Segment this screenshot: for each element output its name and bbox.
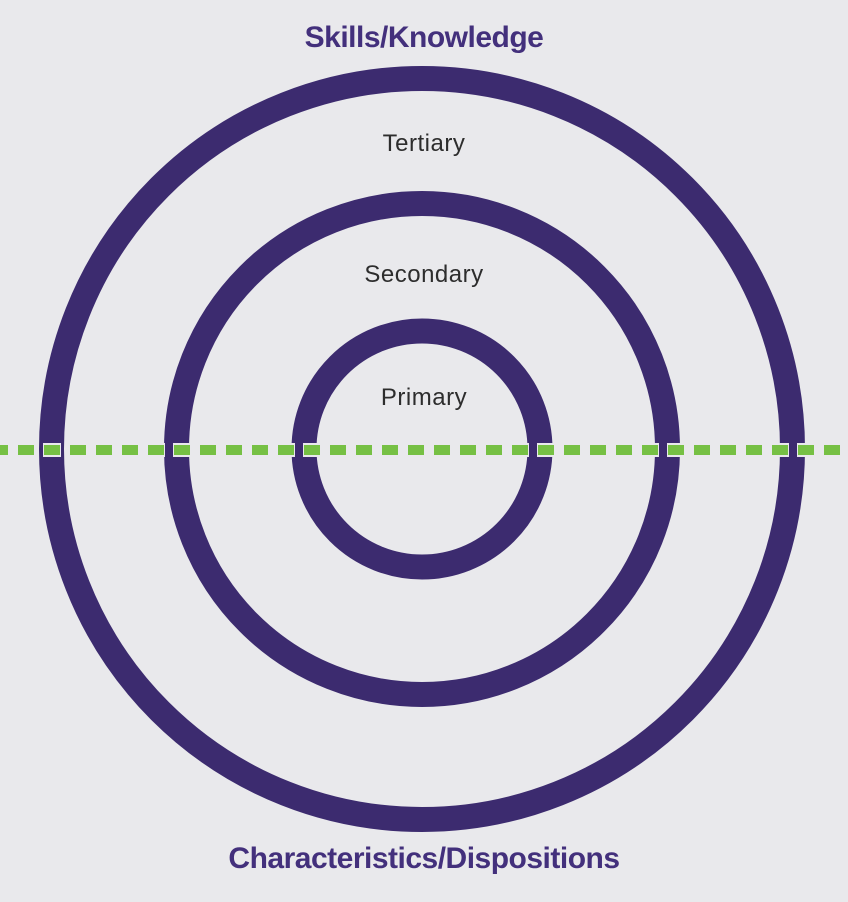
top-heading-skills-knowledge: Skills/Knowledge <box>304 21 544 54</box>
ring-label-primary: Primary <box>380 384 468 411</box>
ring-label-secondary: Secondary <box>364 261 484 288</box>
ring-label-tertiary: Tertiary <box>382 130 466 157</box>
bottom-heading-characteristics-dispositions: Characteristics/Dispositions <box>228 842 620 875</box>
